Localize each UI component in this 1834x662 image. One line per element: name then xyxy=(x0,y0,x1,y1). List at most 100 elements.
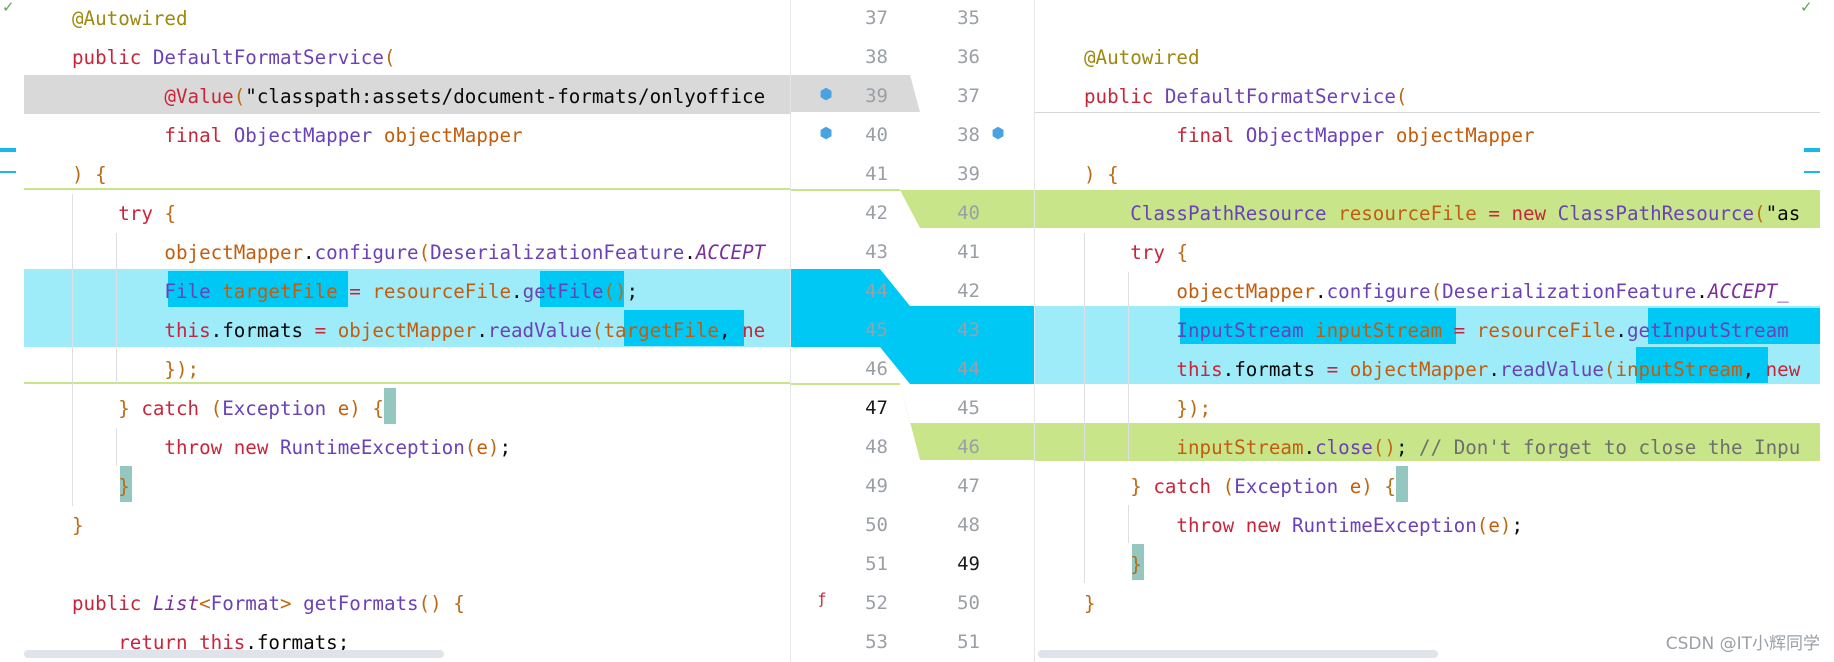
code-token xyxy=(1084,436,1176,459)
code-token: () xyxy=(1372,436,1396,459)
change-marker xyxy=(0,171,16,173)
line-number: 38 xyxy=(865,46,888,68)
code-token: . xyxy=(511,280,523,303)
code-line[interactable]: this.formats = objectMapper.readValue(in… xyxy=(1084,350,1800,389)
code-token: ACCEPT xyxy=(695,241,766,264)
code-token: = xyxy=(314,319,338,342)
code-line[interactable]: } xyxy=(72,467,130,506)
code-line[interactable]: objectMapper.configure(DeserializationFe… xyxy=(1084,272,1788,311)
code-token: () xyxy=(603,280,627,303)
code-token: . xyxy=(1303,436,1316,459)
code-line[interactable]: public DefaultFormatService( xyxy=(1084,77,1407,116)
code-token xyxy=(72,358,164,381)
inserted-line-highlight xyxy=(1034,423,1820,461)
inserted-line-highlight xyxy=(1034,190,1820,228)
code-token: close xyxy=(1315,436,1373,459)
code-line[interactable]: } xyxy=(72,506,84,545)
code-line[interactable]: public List<Format> getFormats() { xyxy=(72,584,465,623)
code-line[interactable]: } catch (Exception e) { xyxy=(1084,467,1396,506)
code-line[interactable]: final ObjectMapper objectMapper xyxy=(1084,116,1535,155)
brace-match xyxy=(1132,544,1144,580)
code-line[interactable]: try { xyxy=(1084,233,1188,272)
line-number: 47 xyxy=(865,397,888,419)
code-token: { xyxy=(372,397,384,420)
deleted-line-highlight xyxy=(24,75,790,114)
code-token: targetFile xyxy=(222,280,350,303)
code-token: DefaultFormatService xyxy=(152,46,384,69)
code-token: objectMapper xyxy=(164,241,304,264)
line-number: 43 xyxy=(865,241,888,263)
code-line[interactable]: }); xyxy=(72,350,199,389)
code-line[interactable]: } xyxy=(1084,545,1142,584)
code-token xyxy=(1084,553,1130,576)
code-line[interactable]: this.formats = objectMapper.readValue(ta… xyxy=(72,311,765,350)
cube-icon: ⬢ xyxy=(819,85,833,103)
horizontal-scrollbar[interactable] xyxy=(1038,650,1438,658)
code-line[interactable]: } catch (Exception e) { xyxy=(72,389,384,428)
code-token: } xyxy=(1130,475,1154,498)
line-number: 40 xyxy=(865,124,888,146)
code-token: , xyxy=(718,319,743,342)
code-token: getFile xyxy=(522,280,604,303)
code-token: objectMapper xyxy=(1395,124,1535,147)
line-number: 36 xyxy=(957,46,980,68)
indent-guide xyxy=(1128,505,1129,543)
code-line[interactable]: ) { xyxy=(1084,155,1119,194)
code-token: resourceFile xyxy=(372,280,511,303)
indent-guide xyxy=(1084,233,1085,583)
code-line[interactable]: objectMapper.configure(DeserializationFe… xyxy=(72,233,765,272)
code-line[interactable]: public DefaultFormatService( xyxy=(72,38,395,77)
cube-icon: ⬢ xyxy=(819,124,833,142)
line-number: 42 xyxy=(865,202,888,224)
block-top-border xyxy=(24,188,790,190)
code-line[interactable]: throw new RuntimeException(e); xyxy=(72,428,511,467)
code-token: ; xyxy=(626,280,639,303)
code-line[interactable]: }); xyxy=(1084,389,1211,428)
line-number: 39 xyxy=(865,85,888,107)
code-line[interactable]: final ObjectMapper objectMapper xyxy=(72,116,522,155)
line-number: 38 xyxy=(957,124,980,146)
block-top-border xyxy=(1034,112,1820,113)
code-line[interactable]: InputStream inputStream = resourceFile.g… xyxy=(1084,311,1788,350)
code-token: targetFile xyxy=(603,319,719,342)
code-token: ( xyxy=(1754,202,1766,225)
code-token: ( xyxy=(1476,514,1489,537)
code-token: ( xyxy=(210,397,223,420)
code-token: DeserializationFeature xyxy=(1442,280,1697,303)
code-line[interactable]: return this.formats; xyxy=(72,623,349,662)
code-token xyxy=(72,475,118,498)
code-token: ( xyxy=(1222,475,1235,498)
code-token xyxy=(72,436,164,459)
code-token xyxy=(72,280,164,303)
code-token: }); xyxy=(164,358,200,381)
code-line[interactable]: try { xyxy=(72,194,176,233)
code-token xyxy=(1084,202,1130,225)
code-token: } xyxy=(1084,592,1096,615)
code-token: e xyxy=(1349,475,1362,498)
code-token: public xyxy=(72,592,153,615)
code-token: public xyxy=(1084,85,1165,108)
block-bottom-border xyxy=(24,382,790,384)
line-number: 44 xyxy=(957,358,980,380)
token-highlight-getinputstream xyxy=(1648,308,1820,344)
code-line[interactable]: @Autowired xyxy=(1084,38,1200,77)
code-token: inputStream xyxy=(1315,319,1454,342)
code-line[interactable]: @Autowired xyxy=(72,0,188,38)
code-line[interactable]: inputStream.close(); // Don't forget to … xyxy=(1084,428,1800,467)
code-line[interactable]: @Value("classpath:assets/document-format… xyxy=(72,77,765,116)
code-line[interactable]: } xyxy=(1084,584,1096,623)
code-line[interactable]: File targetFile = resourceFile.getFile()… xyxy=(72,272,638,311)
horizontal-scrollbar[interactable] xyxy=(24,650,444,658)
code-line[interactable]: ) { xyxy=(72,155,107,194)
check-icon: ✓ xyxy=(2,0,15,16)
code-line[interactable]: throw new RuntimeException(e); xyxy=(1084,506,1523,545)
code-token: RuntimeException xyxy=(1291,514,1477,537)
code-token: configure xyxy=(314,241,419,264)
code-token: InputStream xyxy=(1176,319,1316,342)
code-token: "classpath:assets/document-formats/onlyo… xyxy=(245,85,766,108)
line-number: 43 xyxy=(957,319,980,341)
code-line[interactable]: ClassPathResource resourceFile = new Cla… xyxy=(1084,194,1800,233)
code-token: throw new xyxy=(1176,514,1292,537)
